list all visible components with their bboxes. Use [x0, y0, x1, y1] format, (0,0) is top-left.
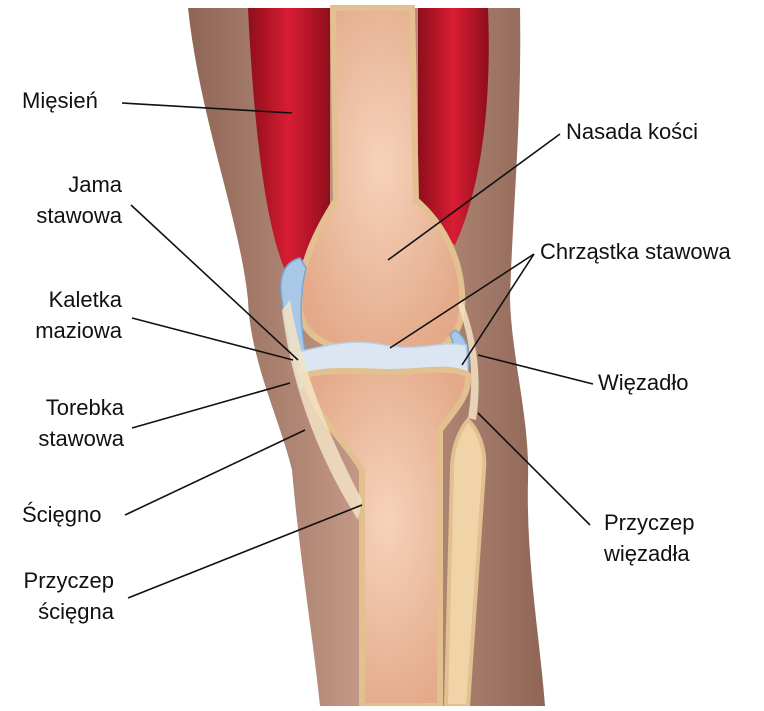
label-jama-stawowa: Jama stawowa: [30, 170, 122, 232]
label-przyczep-sciegna: Przyczep ścięgna: [10, 566, 114, 628]
label-chrzastka-stawowa: Chrząstka stawowa: [540, 237, 731, 268]
label-nasada-kosci: Nasada kości: [566, 117, 698, 148]
label-przyczep-wiezadla: Przyczep więzadła: [604, 508, 694, 570]
label-miesien: Mięsień: [22, 86, 98, 117]
label-wiezadlo: Więzadło: [598, 368, 688, 399]
label-sciegno: Ścięgno: [22, 500, 102, 531]
label-torebka-stawowa: Torebka stawowa: [8, 393, 124, 455]
label-kaletka-maziowa: Kaletka maziowa: [22, 285, 122, 347]
